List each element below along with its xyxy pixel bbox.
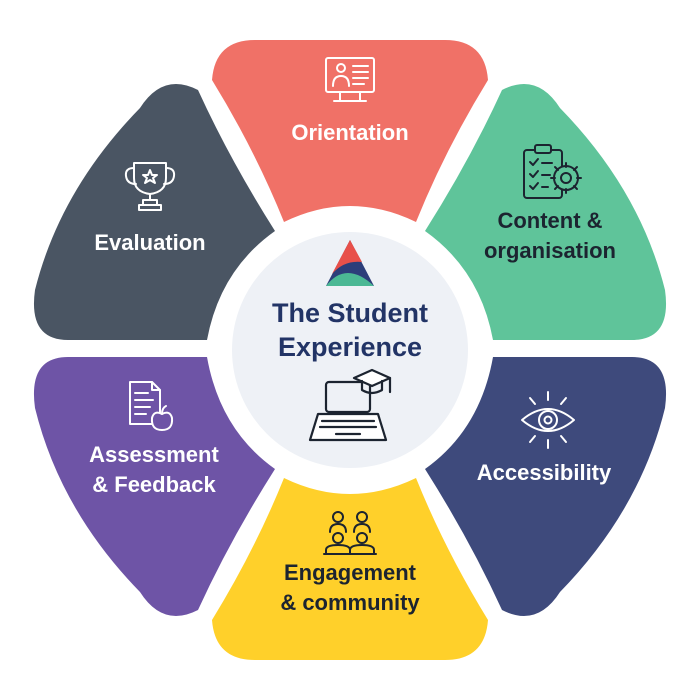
eye-icon <box>521 391 575 449</box>
label-evaluation: Evaluation <box>94 230 205 255</box>
wedge-evaluation <box>33 84 276 340</box>
wedge-accessibility <box>425 357 667 616</box>
wedge-assessment <box>33 357 276 616</box>
label-content-line1: Content & <box>497 208 602 233</box>
segment-orientation <box>212 40 488 222</box>
segment-evaluation <box>33 84 276 340</box>
triangle-logo-icon <box>326 240 374 286</box>
segment-engagement <box>212 478 488 660</box>
document-apple-icon <box>129 381 174 431</box>
label-engagement-line1: Engagement <box>284 560 417 585</box>
label-assessment-line2: & Feedback <box>92 472 216 497</box>
laptop-graduation-cap-icon <box>308 368 392 442</box>
label-content-line2: organisation <box>484 238 616 263</box>
label-accessibility: Accessibility <box>477 460 612 485</box>
center-hub: The Student Experience <box>220 220 480 480</box>
group-people-icon <box>323 511 377 555</box>
center-title-line1: The Student <box>272 298 428 328</box>
segment-accessibility <box>425 357 667 616</box>
clipboard-gear-icon <box>523 144 582 199</box>
label-engagement-line2: & community <box>280 590 420 615</box>
wedge-engagement <box>212 478 488 660</box>
segment-assessment <box>33 357 276 616</box>
trophy-icon <box>124 162 176 211</box>
wedge-orientation <box>212 40 488 222</box>
wedge-content <box>425 84 667 340</box>
segment-content <box>425 84 667 340</box>
center-title-line2: Experience <box>278 332 422 362</box>
label-orientation: Orientation <box>291 120 408 145</box>
monitor-presentation-icon <box>325 57 375 102</box>
label-assessment-line1: Assessment <box>89 442 219 467</box>
segment-labels: Orientation Content & organisation Acces… <box>89 120 616 615</box>
center-circle <box>232 232 468 468</box>
